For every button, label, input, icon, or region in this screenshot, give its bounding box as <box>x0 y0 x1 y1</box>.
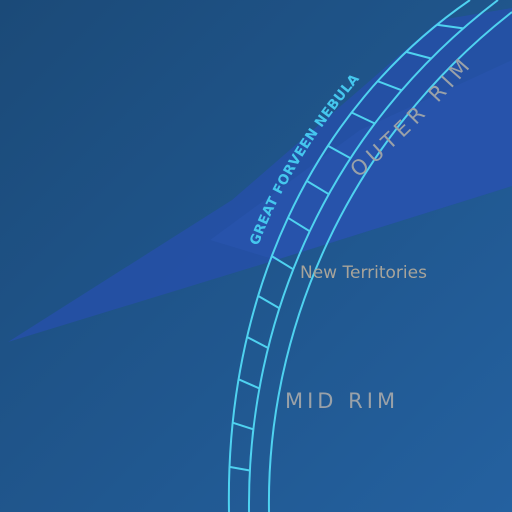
ring-tie <box>246 336 269 349</box>
ring-outer-edge <box>247 0 499 512</box>
ring-tie <box>405 50 432 60</box>
ring-tie <box>232 421 254 431</box>
ring-tie <box>377 80 403 92</box>
ring-tie <box>327 144 351 160</box>
ring-tie <box>229 465 251 472</box>
ring-far-edge <box>267 11 512 512</box>
hyperspace-ring[interactable] <box>227 0 512 512</box>
ring-tie <box>306 180 330 196</box>
nebula-region[interactable] <box>8 8 512 342</box>
nebula-core <box>210 60 512 260</box>
ring-tie <box>351 111 376 125</box>
ring-tie <box>287 216 311 233</box>
ring-tie <box>238 378 260 390</box>
ring-tie <box>271 255 294 271</box>
mid-rim-label: MID RIM <box>285 389 399 413</box>
ring-ties <box>229 23 464 472</box>
ring-tie <box>436 23 464 30</box>
ring-tie <box>257 295 280 310</box>
new-territories-label: New Territories <box>300 263 427 283</box>
